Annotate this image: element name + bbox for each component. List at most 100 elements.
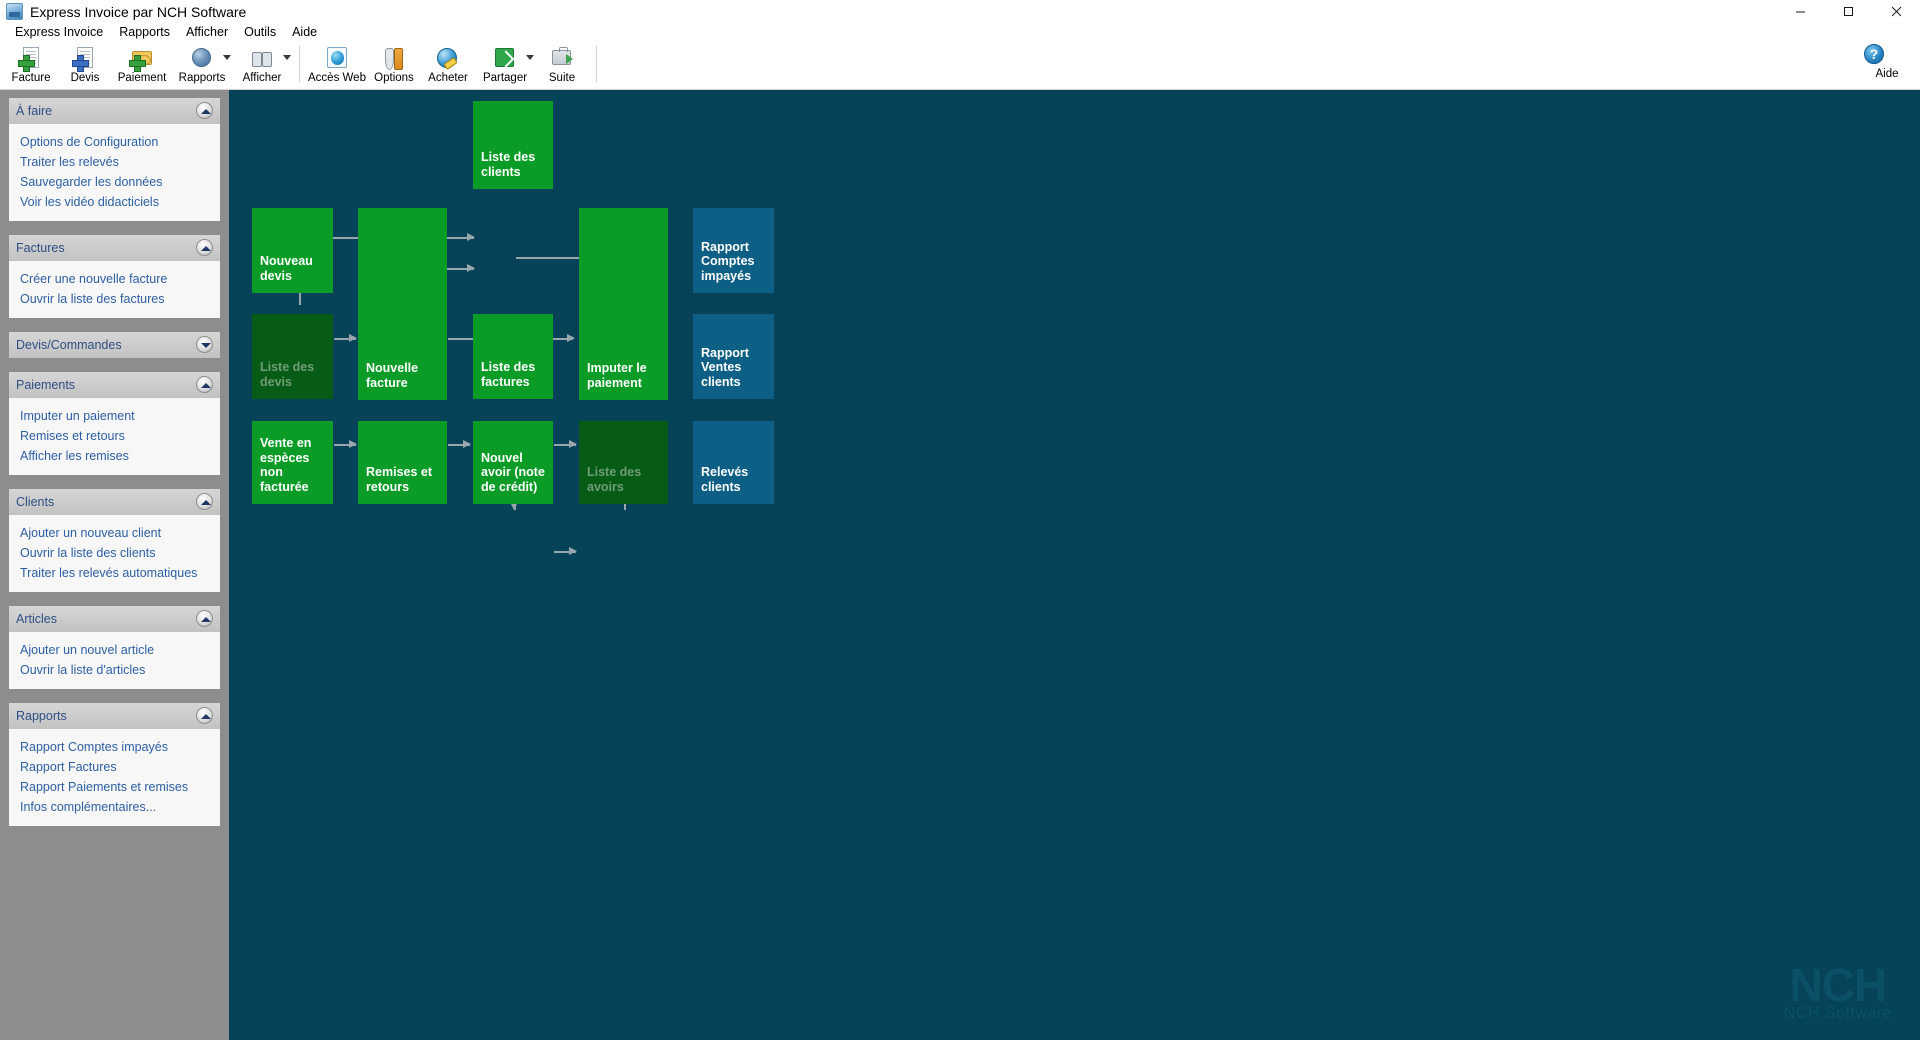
workflow-node-liste-factures[interactable]: Liste des factures (473, 314, 553, 399)
toolbar-button-aide[interactable]: ? Aide (1860, 42, 1914, 89)
toolbar-button-acces-web[interactable]: Accès Web (307, 42, 367, 89)
sidebar-link-imputer-paiement[interactable]: Imputer un paiement (20, 409, 135, 423)
arrowhead-icon (349, 334, 357, 342)
arrowhead-icon (467, 233, 475, 241)
toolbar-button-devis[interactable]: Devis (58, 42, 112, 89)
new-invoice-icon (18, 45, 44, 72)
collapse-toggle-icon[interactable] (196, 376, 213, 393)
menu-afficher[interactable]: Afficher (185, 25, 229, 39)
sidebar-link-liste-clients[interactable]: Ouvrir la liste des clients (20, 546, 156, 560)
workflow-node-nouvelle-facture[interactable]: Nouvelle facture (358, 208, 447, 400)
toolbar-button-paiement[interactable]: Paiement (112, 42, 172, 89)
collapse-toggle-icon[interactable] (196, 493, 213, 510)
workflow-node-liste-clients[interactable]: Liste des clients (473, 101, 553, 189)
panel-title-factures: Factures (16, 241, 65, 255)
chevron-down-icon[interactable] (283, 55, 291, 60)
chevron-down-icon[interactable] (223, 55, 231, 60)
menu-outils[interactable]: Outils (244, 25, 277, 39)
arrowhead-icon (569, 440, 577, 448)
sidebar-link-rapport-paiements-remises[interactable]: Rapport Paiements et remises (20, 780, 189, 794)
workflow-node-vente-especes[interactable]: Vente en espèces non facturée (252, 421, 333, 504)
expand-toggle-icon[interactable] (196, 336, 213, 353)
sidebar-link-videos-didacticiels[interactable]: Voir les vidéo didacticiels (20, 195, 159, 209)
sidebar-panel-a-faire: À faire Options de Configuration Traiter… (9, 98, 220, 221)
nch-watermark-text: NCH Software (1783, 1005, 1892, 1022)
toolbar-button-afficher[interactable]: Afficher (232, 42, 292, 89)
panel-header-rapports[interactable]: Rapports (9, 703, 220, 729)
panel-title-devis-commandes: Devis/Commandes (16, 338, 122, 352)
panel-title-articles: Articles (16, 612, 57, 626)
sidebar-link-afficher-remises[interactable]: Afficher les remises (20, 449, 129, 463)
collapse-toggle-icon[interactable] (196, 102, 213, 119)
panel-header-factures[interactable]: Factures (9, 235, 220, 261)
panel-body-paiements: Imputer un paiement Remises et retours A… (9, 398, 220, 475)
panel-body-clients: Ajouter un nouveau client Ouvrir la list… (9, 515, 220, 592)
options-icon (381, 45, 407, 71)
collapse-toggle-icon[interactable] (196, 707, 213, 724)
toolbar-divider (596, 46, 597, 82)
workflow-node-imputer-paiement[interactable]: Imputer le paiement (579, 208, 668, 400)
panel-header-devis-commandes[interactable]: Devis/Commandes (9, 332, 220, 358)
sidebar-link-liste-factures[interactable]: Ouvrir la liste des factures (20, 292, 165, 306)
toolbar: Facture Devis Paiement Rapports Afficher… (0, 42, 1920, 90)
collapse-toggle-icon[interactable] (196, 239, 213, 256)
window-controls (1776, 0, 1920, 23)
workflow-node-remises-retours[interactable]: Remises et retours (358, 421, 447, 504)
panel-header-clients[interactable]: Clients (9, 489, 220, 515)
sidebar-link-ajouter-client[interactable]: Ajouter un nouveau client (20, 526, 162, 540)
workflow-node-rapport-ventes-clients[interactable]: Rapport Ventes clients (693, 314, 774, 399)
minimize-button[interactable] (1776, 0, 1824, 23)
toolbar-label-suite: Suite (548, 72, 576, 84)
toolbar-button-rapports[interactable]: Rapports (172, 42, 232, 89)
main-area: À faire Options de Configuration Traiter… (0, 90, 1920, 1040)
sidebar-panel-devis-commandes: Devis/Commandes (9, 332, 220, 358)
arrowhead-icon (349, 440, 357, 448)
close-button[interactable] (1872, 0, 1920, 23)
sidebar-link-releves-automatiques[interactable]: Traiter les relevés automatiques (20, 566, 198, 580)
sidebar-link-creer-facture[interactable]: Créer une nouvelle facture (20, 272, 168, 286)
panel-body-a-faire: Options de Configuration Traiter les rel… (9, 124, 220, 221)
workflow-node-rapport-comptes-impayes[interactable]: Rapport Comptes impayés (693, 208, 774, 293)
sidebar-link-liste-articles[interactable]: Ouvrir la liste d'articles (20, 663, 146, 677)
suite-icon (549, 45, 575, 71)
menu-bar: Express Invoice Rapports Afficher Outils… (0, 23, 1920, 42)
workflow-node-liste-devis: Liste des devis (252, 314, 333, 399)
toolbar-button-acheter[interactable]: Acheter (421, 42, 475, 89)
buy-icon (435, 45, 461, 71)
toolbar-label-devis: Devis (70, 72, 100, 84)
sidebar-link-sauvegarder-donnees[interactable]: Sauvegarder les données (20, 175, 163, 189)
arrowhead-icon (510, 502, 518, 510)
workflow-node-nouvel-avoir[interactable]: Nouvel avoir (note de crédit) (473, 421, 553, 504)
collapse-toggle-icon[interactable] (196, 610, 213, 627)
workflow-node-releves-clients[interactable]: Relevés clients (693, 421, 774, 504)
window-title: Express Invoice par NCH Software (30, 3, 247, 20)
sidebar-link-rapport-comptes-impayes[interactable]: Rapport Comptes impayés (20, 740, 168, 754)
connector-nouveau-devis-to-nouvelle-facture (334, 338, 356, 340)
sidebar-link-infos-complementaires[interactable]: Infos complémentaires... (20, 800, 157, 814)
sidebar-link-traiter-releves[interactable]: Traiter les relevés (20, 155, 119, 169)
nch-logo-text: NCH (1789, 959, 1888, 1011)
toolbar-label-paiement: Paiement (117, 72, 167, 84)
toolbar-button-partager[interactable]: Partager (475, 42, 535, 89)
sidebar-link-remises-retours[interactable]: Remises et retours (20, 429, 125, 443)
sidebar-link-options-configuration[interactable]: Options de Configuration (20, 135, 159, 149)
toolbar-label-aide: Aide (1875, 68, 1899, 80)
workflow-node-nouveau-devis[interactable]: Nouveau devis (252, 208, 333, 293)
menu-aide[interactable]: Aide (292, 25, 318, 39)
maximize-button[interactable] (1824, 0, 1872, 23)
sidebar-link-rapport-factures[interactable]: Rapport Factures (20, 760, 117, 774)
sidebar-panel-clients: Clients Ajouter un nouveau client Ouvrir… (9, 489, 220, 592)
app-icon (6, 3, 23, 20)
panel-header-paiements[interactable]: Paiements (9, 372, 220, 398)
menu-rapports[interactable]: Rapports (119, 25, 170, 39)
view-icon (249, 45, 275, 71)
connector-liste-devis-to-nouvelle-facture (334, 444, 356, 446)
chevron-down-icon[interactable] (526, 55, 534, 60)
toolbar-button-facture[interactable]: Facture (4, 42, 58, 89)
panel-header-a-faire[interactable]: À faire (9, 98, 220, 124)
toolbar-button-suite[interactable]: Suite (535, 42, 589, 89)
sidebar-link-ajouter-article[interactable]: Ajouter un nouvel article (20, 643, 155, 657)
panel-header-articles[interactable]: Articles (9, 606, 220, 632)
menu-express-invoice[interactable]: Express Invoice (15, 25, 104, 39)
toolbar-button-options[interactable]: Options (367, 42, 421, 89)
